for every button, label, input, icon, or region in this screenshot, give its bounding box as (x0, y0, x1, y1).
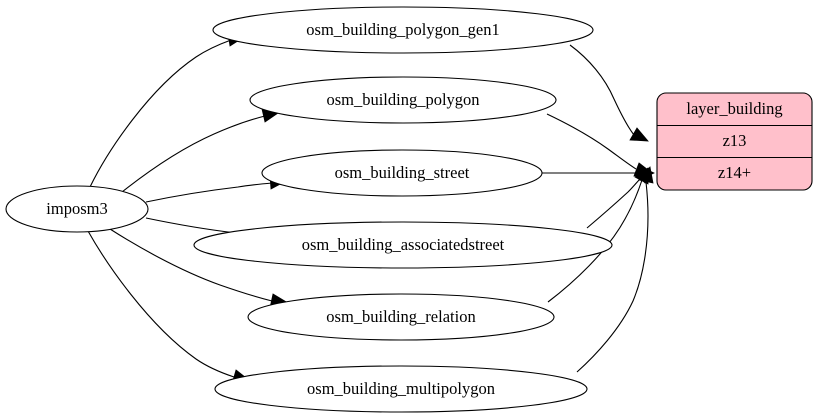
node-imposm3[interactable]: imposm3 (5, 185, 149, 233)
node-osm-building-polygon-gen1[interactable]: osm_building_polygon_gen1 (212, 6, 594, 54)
node-osm-building-multipolygon-label: osm_building_multipolygon (307, 379, 495, 398)
node-osm-building-polygon-shape[interactable] (249, 76, 557, 124)
node-osm-building-multipolygon-shape[interactable] (214, 365, 588, 413)
node-osm-building-polygon-gen1-label: osm_building_polygon_gen1 (306, 20, 499, 39)
node-osm-building-associatedstreet[interactable]: osm_building_associatedstreet (193, 221, 613, 269)
edge-osm-building-polygon-to-layer-z14plus (546, 113, 653, 177)
node-osm-building-polygon-label: osm_building_polygon (326, 90, 479, 109)
node-osm-building-street[interactable]: osm_building_street (261, 149, 543, 197)
node-imposm3-label: imposm3 (46, 199, 107, 218)
node-layer-building-name-label: layer_building (686, 99, 782, 118)
node-osm-building-polygon[interactable]: osm_building_polygon (249, 76, 557, 124)
node-osm-building-street-shape[interactable] (261, 149, 543, 197)
node-osm-building-relation-shape[interactable] (247, 293, 555, 341)
node-osm-building-relation[interactable]: osm_building_relation (247, 293, 555, 341)
node-osm-building-street-label: osm_building_street (335, 163, 470, 182)
node-osm-building-associatedstreet-label: osm_building_associatedstreet (302, 235, 505, 254)
node-layer-building-box[interactable] (656, 92, 813, 191)
node-osm-building-polygon-gen1-shape[interactable] (212, 6, 594, 54)
node-layer-building-z14plus-label: z14+ (718, 163, 751, 182)
node-layer-building[interactable]: layer_building z13 z14+ (656, 92, 813, 191)
node-osm-building-relation-label: osm_building_relation (326, 307, 475, 326)
node-imposm3-shape[interactable] (5, 185, 149, 233)
edge-osm-building-polygon-gen1-to-layer-z13 (569, 44, 649, 142)
node-layer-building-z13-label: z13 (723, 131, 747, 150)
edge-osm-building-multipolygon-to-layer-z14plus (576, 166, 654, 373)
edge-imposm3-to-osm-building-polygon (121, 108, 279, 193)
edge-imposm3-to-osm-building-polygon-gen1 (89, 32, 245, 188)
node-osm-building-associatedstreet-shape[interactable] (193, 221, 613, 269)
node-osm-building-multipolygon[interactable]: osm_building_multipolygon (214, 365, 588, 413)
edge-group-tables-to-layer (542, 44, 655, 373)
edge-imposm3-to-osm-building-street (145, 175, 288, 203)
